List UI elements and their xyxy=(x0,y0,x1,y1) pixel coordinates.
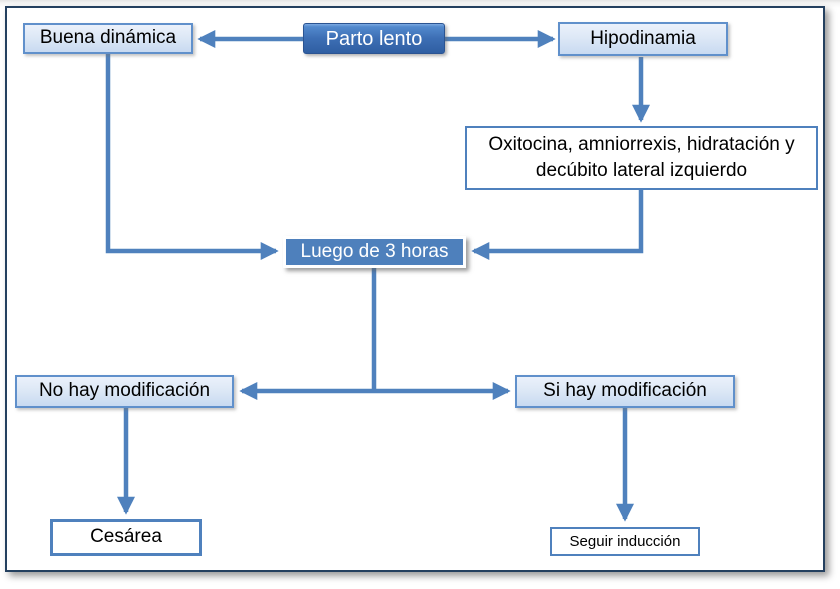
node-no-hay-modificacion: No hay modificación xyxy=(15,375,234,408)
node-cesarea: Cesárea xyxy=(50,519,202,556)
slide-background xyxy=(5,6,825,572)
node-seguir-induccion: Seguir inducción xyxy=(550,527,700,556)
node-si-hay-modificacion: Si hay modificación xyxy=(515,375,735,408)
node-luego-de-3-horas: Luego de 3 horas xyxy=(283,236,466,268)
node-hipodinamia: Hipodinamia xyxy=(558,22,728,56)
node-parto-lento: Parto lento xyxy=(303,23,445,54)
node-tratamiento: Oxitocina, amniorrexis, hidratación y de… xyxy=(465,126,818,190)
node-buena-dinamica: Buena dinámica xyxy=(23,23,193,54)
